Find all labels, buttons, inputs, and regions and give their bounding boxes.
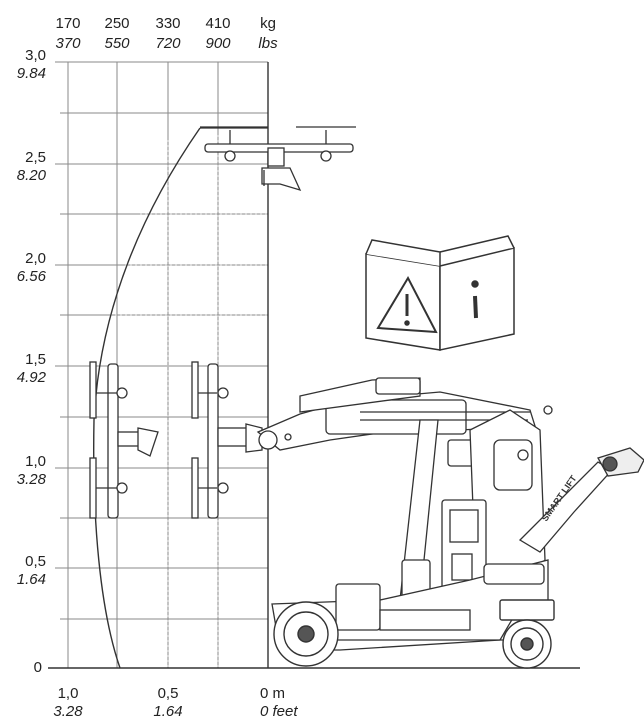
height-tick-m: 3,0 xyxy=(25,47,46,64)
kg-tick-330: 330 xyxy=(155,15,181,32)
height-tick-ft: 9.84 xyxy=(16,65,46,82)
height-tick-m: 0,5 xyxy=(25,553,46,570)
kg-tick-410: 410 xyxy=(205,15,231,32)
height-tick-ft: 6.56 xyxy=(16,268,46,285)
height-tick-ft: 1.64 xyxy=(16,571,46,588)
height-tick-ft: 8.20 xyxy=(16,167,46,184)
height-tick-ft: 4.92 xyxy=(16,369,46,386)
height-tick-m: 2,5 xyxy=(25,149,46,166)
height-tick-zero: 0 xyxy=(33,659,42,676)
lbs-unit: lbs xyxy=(258,35,278,52)
reach-tick-m: 1,0 xyxy=(57,685,79,702)
height-tick-m: 1,5 xyxy=(25,351,46,368)
reach-tick-ft: 3.28 xyxy=(53,703,83,720)
reach-tick-m: 0,5 xyxy=(157,685,179,702)
suction-frame-top xyxy=(200,126,356,192)
lbs-tick-550: 550 xyxy=(104,35,130,52)
manual-sign xyxy=(365,235,515,351)
kg-tick-250: 250 xyxy=(104,15,130,32)
lbs-tick-720: 720 xyxy=(155,35,181,52)
dotted-grid xyxy=(110,135,268,668)
reach-zero-m: 0 m xyxy=(260,685,286,702)
grid xyxy=(55,61,269,668)
info-icon xyxy=(471,280,479,288)
height-tick-m: 1,0 xyxy=(25,453,46,470)
suction-frame-near xyxy=(191,361,263,519)
rear-wheel xyxy=(499,599,555,669)
suction-frame-far xyxy=(89,361,159,519)
lbs-tick-900: 900 xyxy=(205,35,231,52)
lbs-tick-370: 370 xyxy=(55,35,81,52)
height-tick-ft: 3.28 xyxy=(16,471,46,488)
reach-zero-ft: 0 feet xyxy=(260,703,298,720)
reach-envelope xyxy=(93,127,201,669)
lifter-chassis xyxy=(271,559,549,651)
kg-unit: kg xyxy=(260,15,276,32)
height-tick-m: 2,0 xyxy=(25,250,46,267)
front-wheel xyxy=(273,601,339,667)
kg-tick-170: 170 xyxy=(55,15,81,32)
reach-tick-ft: 1.64 xyxy=(153,703,183,720)
